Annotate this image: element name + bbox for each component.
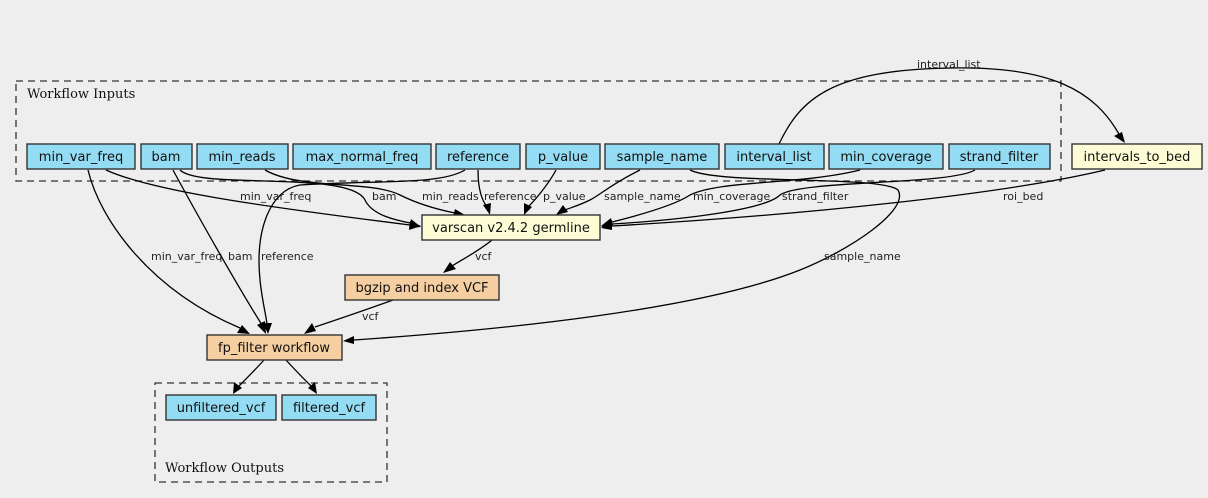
edge-intervals-to-bed-to-varscan[interactable]: roi_bed [601,169,1106,230]
edge-sample-name-to-varscan[interactable]: sample_name [556,169,681,215]
edge-fp-filter-to-unfiltered-vcf[interactable] [233,359,265,394]
node-reference[interactable]: reference [435,143,521,170]
node-label: filtered_vcf [293,401,366,416]
edge-fp-filter-to-filtered-vcf[interactable] [285,359,317,394]
arrowhead [257,321,266,334]
node-fp-filter[interactable]: fp_filter workflow [206,334,343,361]
node-bam[interactable]: bam [140,143,193,170]
cluster-inputs-border [15,80,1062,182]
node-label: intervals_to_bed [1084,150,1191,165]
node-label: sample_name [617,150,708,165]
edge-label: vcf [475,250,493,263]
node-filtered-vcf[interactable]: filtered_vcf [281,394,377,421]
node-strand-filter[interactable]: strand_filter [948,143,1051,170]
arrowhead [601,222,612,230]
node-sample-name[interactable]: sample_name [604,143,720,170]
edge-label: sample_name [604,190,681,203]
cluster-workflow-inputs: Workflow Inputs [15,80,1062,182]
edges: interval_list min_var_freq bam min_reads… [87,58,1125,394]
node-label: bgzip and index VCF [355,281,488,296]
edge-label: interval_list [917,58,981,71]
edge-label: min_var_freq [240,190,311,203]
cluster-outputs-border [154,382,388,483]
edge-bam-to-varscan[interactable]: bam [179,169,421,228]
edge-label: bam [228,250,252,263]
node-bgzip[interactable]: bgzip and index VCF [344,274,500,301]
edge-min-var-freq-to-fp-filter[interactable]: min_var_freq [87,169,250,334]
arrowhead [1114,132,1125,143]
node-label: reference [447,150,509,165]
node-min-coverage[interactable]: min_coverage [828,143,944,170]
edge-label: sample_name [824,250,901,263]
edge-label: vcf [362,310,380,323]
arrowhead [263,323,272,334]
edge-bgzip-to-fp-filter[interactable]: vcf [304,299,394,334]
node-label: bam [152,150,181,165]
node-unfiltered-vcf[interactable]: unfiltered_vcf [165,394,277,421]
node-min-reads[interactable]: min_reads [196,143,289,170]
node-label: max_normal_freq [306,150,419,165]
edge-p-value-to-varscan[interactable]: p_value [524,169,586,215]
node-label: min_reads [208,150,275,165]
arrowhead [233,382,242,394]
edge-reference-to-varscan[interactable]: reference [477,169,537,215]
node-label: p_value [538,150,588,165]
edge-label: strand_filter [782,190,849,203]
node-label: min_var_freq [39,150,123,165]
edge-bam-to-fp-filter[interactable]: bam [172,169,266,334]
arrowhead [304,323,316,334]
edge-strand-filter-to-varscan[interactable]: strand_filter [601,169,976,228]
cluster-inputs-label: Workflow Inputs [27,87,135,102]
arrowhead [483,203,491,215]
cluster-workflow-outputs: Workflow Outputs [154,382,388,483]
arrowhead [343,336,354,344]
node-label: varscan v2.4.2 germline [432,221,590,236]
edge-label: reference [261,250,314,263]
arrowhead [409,219,421,228]
arrowhead [237,325,250,334]
edge-reference-to-fp-filter[interactable]: reference [258,169,466,334]
node-min-var-freq[interactable]: min_var_freq [26,143,136,170]
node-label: unfiltered_vcf [177,401,266,416]
edge-label: min_reads [422,190,479,203]
edge-interval-list-to-intervals-to-bed[interactable]: interval_list [778,58,1125,145]
nodes: min_var_freq bam min_reads max_normal_fr… [26,143,1203,421]
arrowhead [556,205,568,215]
node-label: fp_filter workflow [218,341,330,356]
node-label: min_coverage [840,150,931,165]
node-p-value[interactable]: p_value [525,143,601,170]
node-intervals-to-bed[interactable]: intervals_to_bed [1071,143,1203,170]
edge-min-reads-to-varscan[interactable]: min_reads [264,169,479,217]
node-label: interval_list [736,150,811,165]
node-varscan[interactable]: varscan v2.4.2 germline [421,214,601,241]
edge-label: p_value [543,190,586,203]
arrowhead [524,203,532,215]
arrowhead [308,382,317,394]
edge-label: roi_bed [1003,190,1043,203]
edge-label: bam [372,190,396,203]
node-label: strand_filter [960,150,1039,165]
edge-varscan-to-bgzip[interactable]: vcf [443,239,493,273]
edge-sample-name-to-fp-filter[interactable]: sample_name [343,169,901,344]
cluster-outputs-label: Workflow Outputs [165,461,284,476]
edge-label: reference [484,190,537,203]
arrowhead [443,262,456,273]
node-interval-list[interactable]: interval_list [724,143,825,170]
edge-min-coverage-to-varscan[interactable]: min_coverage [601,169,861,226]
node-max-normal-freq[interactable]: max_normal_freq [292,143,432,170]
edge-label: min_coverage [693,190,771,203]
edge-label: min_var_freq [151,250,222,263]
